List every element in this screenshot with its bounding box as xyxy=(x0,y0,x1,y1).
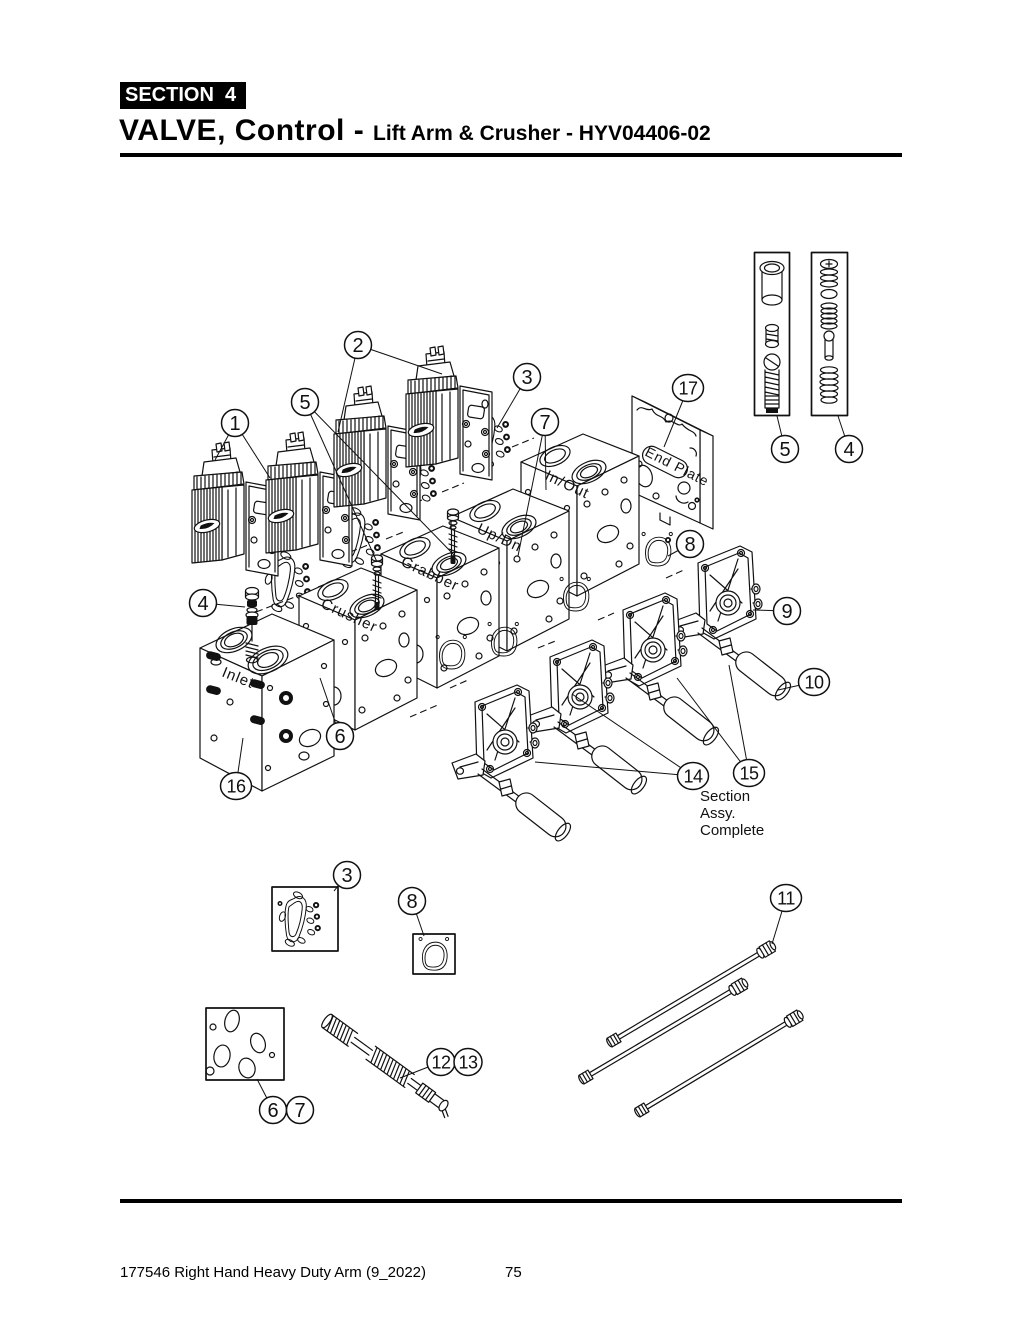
svg-text:4: 4 xyxy=(843,439,854,461)
callout-3-kit: 3 xyxy=(332,860,362,892)
callout-12: 12 xyxy=(399,1047,456,1079)
svg-text:12: 12 xyxy=(431,1053,451,1073)
relief-plug-kit xyxy=(244,586,260,664)
svg-text:8: 8 xyxy=(406,891,417,913)
svg-text:5: 5 xyxy=(299,392,310,414)
callout-4-cartridge: 4 xyxy=(834,415,864,464)
svg-text:Section: Section xyxy=(700,788,750,805)
callout-2: 2 xyxy=(337,330,443,433)
svg-text:3: 3 xyxy=(521,367,532,389)
callout-7-plate: 7 xyxy=(285,1095,315,1125)
callout-5-cartridge: 5 xyxy=(770,415,800,464)
callout-11: 11 xyxy=(769,883,803,945)
cartridge-kit-4-box xyxy=(810,251,849,417)
svg-text:7: 7 xyxy=(294,1100,305,1122)
cartridge-kit-5-box xyxy=(753,251,791,417)
svg-text:4: 4 xyxy=(197,593,208,615)
footer-page-number: 75 xyxy=(505,1264,522,1281)
callout-10: 10 xyxy=(777,667,831,697)
svg-text:17: 17 xyxy=(678,379,698,399)
tie-rod-1 xyxy=(604,938,779,1050)
callout-3: 3 xyxy=(496,362,542,429)
svg-text:15: 15 xyxy=(739,764,759,784)
callout-4-inlet: 4 xyxy=(188,588,246,618)
section-assy-note: Section Assy. Complete xyxy=(700,788,764,839)
callout-8-gasket: 8 xyxy=(667,529,705,559)
header-rule xyxy=(120,153,902,157)
page-title: VALVE, Control - Lift Arm & Crusher - HY… xyxy=(119,114,711,148)
callout-9: 9 xyxy=(752,596,802,626)
solenoid-valve-assembly-1 xyxy=(191,441,279,577)
svg-text:9: 9 xyxy=(781,601,792,623)
svg-text:6: 6 xyxy=(267,1100,278,1122)
interface-plate xyxy=(205,1007,285,1081)
page-title-main: VALVE, Control - xyxy=(119,114,374,147)
callout-14: 14 xyxy=(534,693,710,791)
svg-text:6: 6 xyxy=(334,726,345,748)
svg-text:11: 11 xyxy=(777,889,795,909)
tie-rod-2 xyxy=(576,976,751,1087)
svg-text:13: 13 xyxy=(458,1053,478,1073)
tie-rod-3 xyxy=(632,1008,806,1120)
svg-text:16: 16 xyxy=(226,777,246,797)
svg-text:10: 10 xyxy=(804,673,824,693)
section-badge: SECTION 4 xyxy=(120,82,247,109)
callout-8-kit: 8 xyxy=(397,886,427,937)
seal-kit-box xyxy=(271,886,339,952)
svg-text:2: 2 xyxy=(352,335,363,357)
svg-text:1: 1 xyxy=(229,413,240,435)
svg-text:14: 14 xyxy=(683,767,703,787)
svg-text:3: 3 xyxy=(341,865,352,887)
footer-doc-id: 177546 Right Hand Heavy Duty Arm (9_2022… xyxy=(120,1264,427,1281)
svg-text:8: 8 xyxy=(684,534,695,556)
svg-text:Assy.: Assy. xyxy=(700,805,736,822)
callout-6-section: 6 xyxy=(319,677,355,751)
small-o-rings xyxy=(665,497,700,543)
gasket-kit-box xyxy=(412,933,456,975)
callout-5-sections: 5 xyxy=(290,387,456,563)
callout-17: 17 xyxy=(663,373,705,448)
callout-1: 1 xyxy=(214,408,271,479)
page-title-sub: Lift Arm & Crusher - HYV04406-02 xyxy=(373,122,711,145)
footer-rule xyxy=(120,1199,902,1203)
lever-bracket-4 xyxy=(697,545,763,640)
callout-13: 13 xyxy=(453,1047,483,1077)
svg-text:Complete: Complete xyxy=(700,822,764,839)
spring-centering-assembly xyxy=(321,1013,449,1119)
inlet-block xyxy=(199,613,335,792)
svg-text:7: 7 xyxy=(539,412,550,434)
callout-16: 16 xyxy=(219,737,253,801)
callout-6-plate: 6 xyxy=(256,1078,288,1125)
callout-7-sections: 7 xyxy=(517,407,560,557)
lever-bracket-3 xyxy=(622,592,688,687)
callout-15: 15 xyxy=(676,664,766,788)
svg-text:5: 5 xyxy=(779,439,790,461)
